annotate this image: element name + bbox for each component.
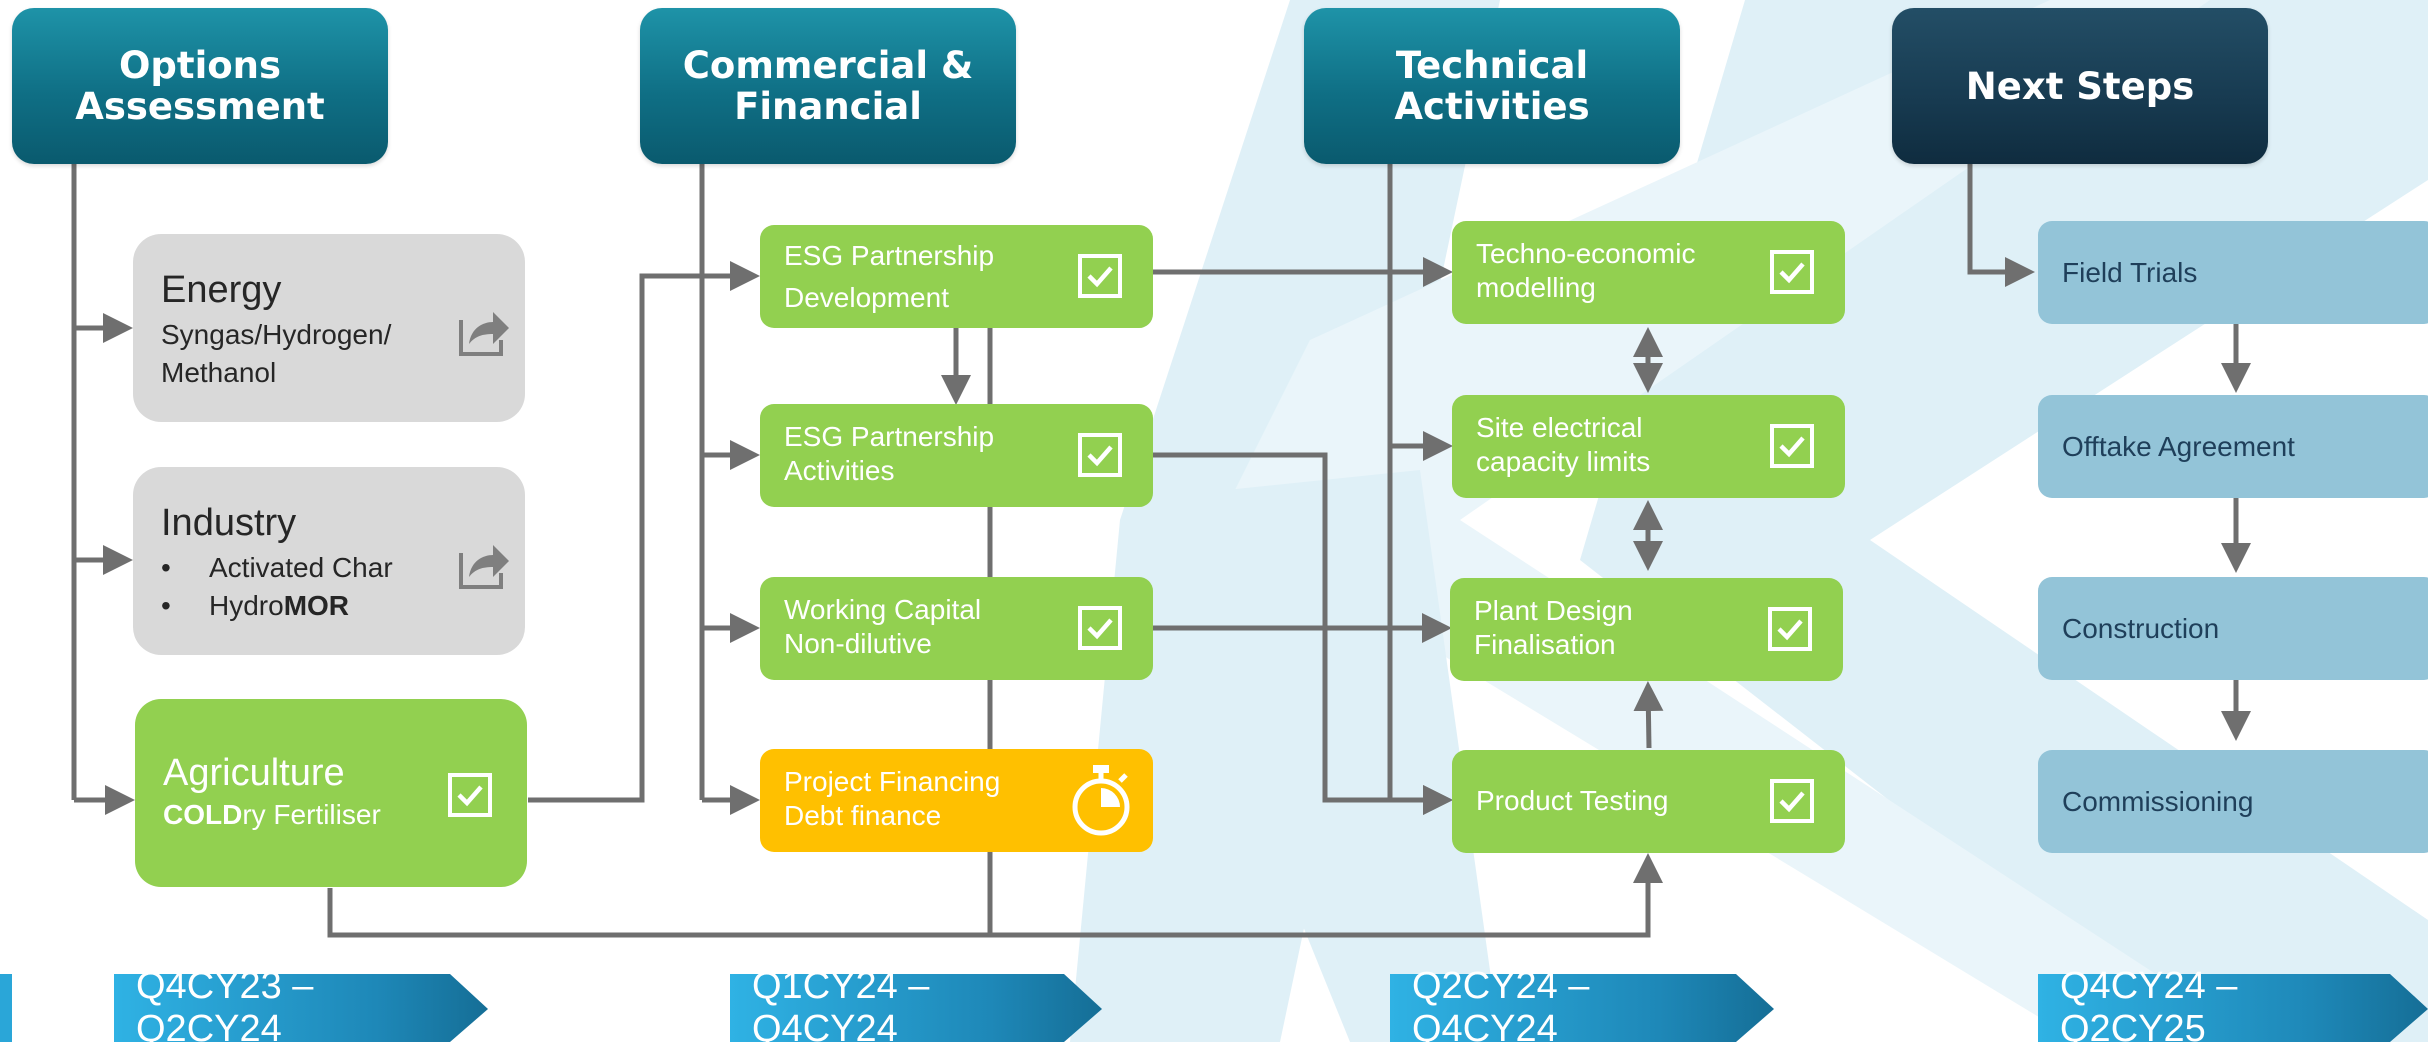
header-line: Activities (1394, 85, 1590, 128)
card-line: Plant Design (1474, 595, 1633, 626)
option-agriculture-sub: COLDry Fertiliser (163, 797, 381, 833)
next-step-construction: Construction (2038, 577, 2428, 680)
stopwatch-icon (1072, 765, 1130, 836)
product-testing-card: Product Testing (1452, 750, 1845, 853)
header-line: Next Steps (1965, 64, 2195, 108)
next-step-commissioning: Commissioning (2038, 750, 2428, 853)
card-line: Non-dilutive (784, 628, 932, 659)
header-line: Technical (1395, 44, 1589, 87)
card-line: Development (784, 282, 949, 313)
next-step-offtake-agreement: Offtake Agreement (2038, 395, 2428, 498)
timeline-label: Q4CY23 – Q2CY24 (136, 965, 314, 1050)
option-agriculture-sub-rest: ry Fertiliser (242, 799, 381, 830)
option-agriculture-card: Agriculture COLDry Fertiliser (135, 699, 527, 887)
bullet-glyph: • (161, 552, 171, 583)
card-line: ESG Partnership (784, 421, 995, 452)
checkbox-check-icon (448, 773, 492, 817)
option-industry-bullets: • Activated Char • HydroMOR (161, 549, 393, 625)
bullet-item: • HydroMOR (161, 587, 393, 625)
option-agriculture-title: Agriculture (163, 752, 345, 794)
timeline-edge-marker (0, 974, 12, 1042)
bullet-text: Activated Char (209, 552, 393, 583)
card-line: Finalisation (1474, 629, 1616, 660)
bullet-text-bold: MOR (283, 590, 350, 621)
header-line: Financial (734, 85, 922, 128)
next-step-field-trials: Field Trials (2038, 221, 2428, 324)
option-energy-desc: Syngas/Hydrogen/ Methanol (161, 316, 391, 392)
option-energy-title: Energy (161, 269, 282, 311)
card-line: Site electrical (1476, 412, 1643, 443)
option-industry-title: Industry (161, 502, 297, 544)
checkbox-check-icon (1078, 433, 1122, 477)
card-line: capacity limits (1476, 446, 1651, 477)
header-commercial-financial: Commercial &Financial (640, 8, 1016, 164)
card-line: Techno-economic (1476, 238, 1696, 269)
share-arrow-icon (459, 312, 509, 356)
header-line: Options (118, 44, 282, 87)
option-energy-desc-line: Methanol (161, 357, 277, 388)
share-arrow-icon (459, 545, 509, 589)
bullet-text: Hydro (209, 590, 284, 621)
next-step-label: Construction (2062, 612, 2220, 644)
option-agriculture-sub-bold: COLD (163, 799, 243, 830)
card-line: Activities (784, 455, 895, 486)
card-line: ESG Partnership (784, 240, 995, 271)
option-industry-card: Industry • Activated Char • HydroMOR (133, 467, 525, 655)
checkbox-check-icon (1078, 254, 1122, 298)
timeline-label: Q1CY24 – Q4CY24 (752, 965, 930, 1050)
header-line: Assessment (75, 85, 325, 128)
next-step-label: Commissioning (2062, 785, 2254, 817)
next-step-label: Field Trials (2062, 256, 2198, 288)
checkbox-check-icon (1770, 424, 1814, 468)
card-line: Project Financing (784, 766, 1001, 797)
card-line: modelling (1476, 272, 1596, 303)
checkbox-check-icon (1768, 607, 1812, 651)
bullet-glyph: • (161, 590, 171, 621)
card-line: Product Testing (1476, 785, 1669, 816)
timeline-label: Q2CY24 – Q4CY24 (1412, 965, 1590, 1050)
card-line: Working Capital (784, 594, 982, 625)
option-energy-card: Energy Syngas/Hydrogen/ Methanol (133, 234, 525, 422)
checkbox-check-icon (1770, 779, 1814, 823)
card-line: Debt finance (784, 800, 942, 831)
header-line: Commercial & (682, 44, 974, 87)
timeline-label: Q4CY24 – Q2CY25 (2060, 965, 2238, 1050)
next-step-label: Offtake Agreement (2062, 430, 2295, 462)
header-next-steps: Next Steps (1892, 8, 2268, 164)
bullet-item: • Activated Char (161, 549, 393, 587)
checkbox-check-icon (1770, 250, 1814, 294)
option-energy-desc-line: Syngas/Hydrogen/ (161, 319, 392, 350)
checkbox-check-icon (1078, 606, 1122, 650)
